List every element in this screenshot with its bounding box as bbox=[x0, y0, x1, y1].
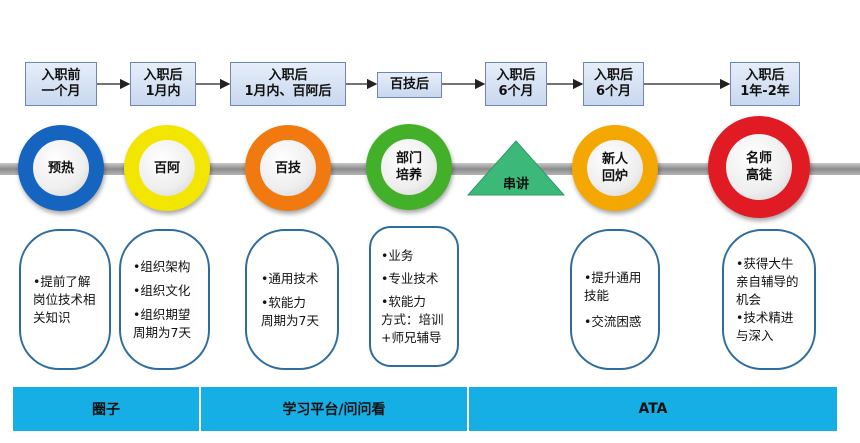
detail-bubble: •提前了解 岗位技术相 关知识 bbox=[19, 229, 111, 370]
time-box-line: 1年-2年 bbox=[740, 84, 790, 99]
detail-line: 机会 bbox=[736, 291, 762, 307]
detail-line: 与深入 bbox=[736, 327, 774, 343]
stage-circle-baiji: 百技 bbox=[245, 125, 331, 211]
detail-bubble: •业务 •专业技术 •软能力 方式：培训 +师兄辅导 bbox=[369, 226, 459, 367]
time-box-line: 6个月 bbox=[595, 84, 632, 99]
detail-line: •提前了解 bbox=[33, 273, 91, 289]
stage-circle-center: 部门 培养 bbox=[381, 139, 437, 195]
detail-line: •组织期望 bbox=[133, 306, 191, 322]
band-circle: 圈子 bbox=[13, 387, 199, 431]
band-divider bbox=[467, 387, 469, 431]
detail-line: •专业技术 bbox=[381, 270, 439, 286]
time-box: 入职后 1月内 bbox=[130, 62, 196, 106]
time-box-line: 入职前 bbox=[41, 68, 81, 83]
detail-line: 周期为7天 bbox=[133, 324, 191, 340]
detail-bubble: •提升通用 技能 •交流困惑 bbox=[570, 229, 660, 370]
stage-label: 预热 bbox=[47, 160, 74, 176]
stage-circle-center: 预热 bbox=[33, 140, 89, 196]
time-box-line: 1月内、百阿后 bbox=[244, 84, 332, 99]
detail-line: •组织文化 bbox=[133, 282, 191, 298]
stage-circle-refresher: 新人 回炉 bbox=[572, 125, 658, 211]
time-box-line: 1月内 bbox=[145, 84, 181, 99]
detail-line: 亲自辅导的 bbox=[736, 273, 799, 289]
triangle-connector bbox=[466, 140, 566, 196]
time-box-line: 入职后 bbox=[268, 68, 308, 83]
band-divider bbox=[199, 387, 201, 431]
stage-label: 百技 bbox=[274, 160, 301, 176]
band-label: 圈子 bbox=[92, 402, 120, 418]
stage-circle-mentorship: 名师 高徒 bbox=[708, 116, 810, 218]
stage-circle-center: 新人 回炉 bbox=[587, 140, 643, 196]
time-box-line: 入职后 bbox=[496, 68, 536, 83]
triangle-connector-label: 串讲 bbox=[502, 177, 529, 192]
stage-label: 新人 bbox=[601, 152, 628, 167]
stage-circle-center: 百技 bbox=[260, 140, 316, 196]
stage-label: 部门 bbox=[395, 151, 422, 166]
detail-line: 方式：培训 bbox=[381, 311, 444, 327]
time-box-line: 入职后 bbox=[745, 68, 785, 83]
stage-label: 名师 bbox=[745, 151, 772, 166]
detail-bubble: •获得大牛 亲自辅导的 机会 •技术精进 与深入 bbox=[722, 229, 816, 370]
detail-line: 周期为7天 bbox=[261, 312, 319, 328]
band-learning-platform: 学习平台/问问看 bbox=[201, 387, 467, 431]
detail-bubble: •通用技术 •软能力 周期为7天 bbox=[245, 229, 339, 370]
time-box-line: 一个月 bbox=[41, 84, 81, 99]
stage-label: 高徒 bbox=[745, 168, 772, 183]
stage-circle-center: 百阿 bbox=[139, 140, 195, 196]
detail-line: •获得大牛 bbox=[736, 255, 794, 271]
stage-circle-center: 名师 高徒 bbox=[726, 134, 792, 200]
detail-line: •技术精进 bbox=[736, 309, 794, 325]
detail-line: •业务 bbox=[381, 247, 414, 263]
detail-bubble: •组织架构 •组织文化 •组织期望 周期为7天 bbox=[119, 229, 210, 370]
detail-line: 岗位技术相 bbox=[33, 291, 96, 307]
triangle-shape bbox=[466, 140, 566, 196]
band-label: 学习平台/问问看 bbox=[282, 402, 386, 418]
time-box: 入职前 一个月 bbox=[25, 62, 97, 106]
detail-line: •提升通用 bbox=[584, 269, 642, 285]
time-box-line: 6个月 bbox=[498, 84, 534, 99]
stage-circle-department-training: 部门 培养 bbox=[366, 124, 452, 210]
time-box: 入职后 6个月 bbox=[485, 62, 547, 106]
detail-line: +师兄辅导 bbox=[381, 329, 442, 345]
stage-label: 回炉 bbox=[601, 169, 628, 184]
detail-line: •组织架构 bbox=[133, 258, 191, 274]
stage-circle-warmup: 预热 bbox=[18, 125, 104, 211]
time-box: 入职后 1月内、百阿后 bbox=[230, 62, 346, 106]
detail-line: •软能力 bbox=[381, 293, 426, 309]
time-box: 百技后 bbox=[377, 72, 442, 98]
stage-label: 培养 bbox=[395, 168, 422, 183]
band-label: ATA bbox=[638, 401, 668, 417]
stage-circle-baia: 百阿 bbox=[124, 125, 210, 211]
detail-line: •通用技术 bbox=[261, 270, 319, 286]
stage-label: 百阿 bbox=[153, 160, 180, 176]
detail-line: •软能力 bbox=[261, 294, 306, 310]
detail-line: 技能 bbox=[584, 287, 610, 303]
time-box-line: 入职后 bbox=[593, 68, 633, 83]
time-box-line: 百技后 bbox=[389, 77, 429, 92]
band-ata: ATA bbox=[469, 387, 837, 431]
time-box: 入职后 6个月 bbox=[583, 62, 644, 106]
detail-line: •交流困惑 bbox=[584, 313, 642, 329]
time-box-line: 入职后 bbox=[143, 68, 183, 83]
detail-line: 关知识 bbox=[33, 309, 71, 325]
time-box: 入职后 1年-2年 bbox=[730, 62, 800, 106]
timeline-arrows bbox=[97, 78, 731, 90]
